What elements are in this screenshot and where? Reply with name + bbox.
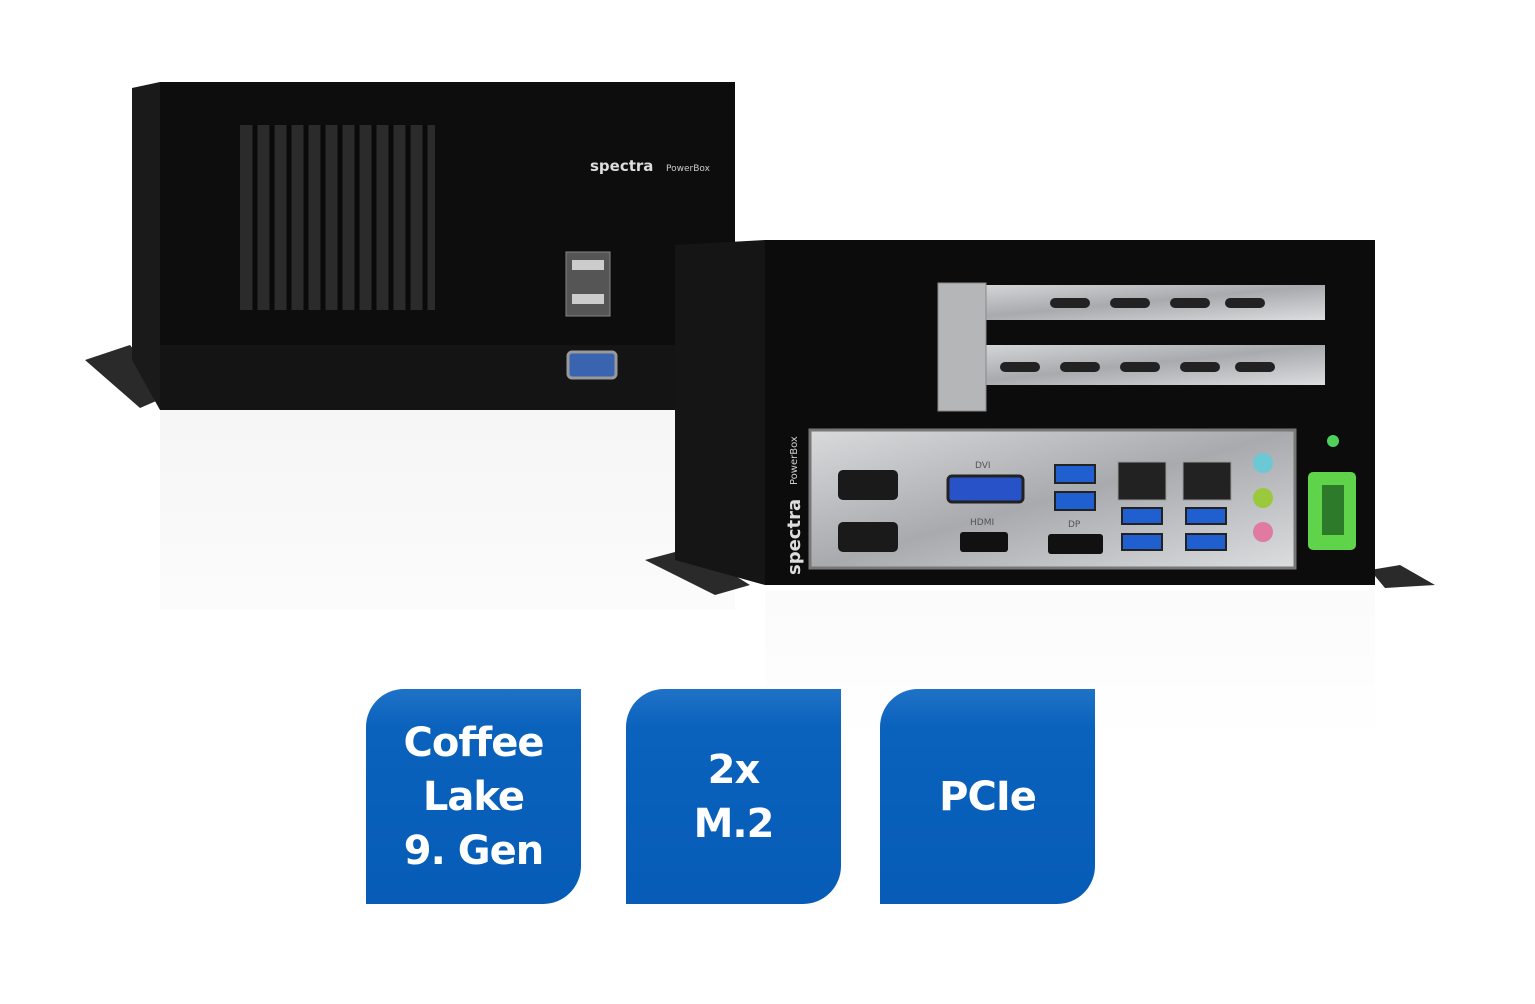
hdmi-port (960, 532, 1008, 552)
usb-ports (1054, 464, 1227, 551)
badge-coffee-lake: Coffee Lake 9. Gen (366, 689, 581, 904)
port-label: HDMI (970, 518, 994, 528)
audio-jack (1253, 488, 1273, 508)
audio-jack (1253, 453, 1273, 473)
badge-line: Lake (422, 773, 525, 820)
serial-port (566, 350, 618, 380)
badge-pcie: PCIe (880, 689, 1095, 904)
badge-line: 9. Gen (403, 827, 544, 874)
serial-port (838, 522, 898, 552)
front-unit: spectra PowerBox DVI HDMI DP (645, 240, 1435, 595)
dvi-port (946, 474, 1025, 504)
ethernet-port (1182, 461, 1232, 501)
badge-line: M.2 (693, 800, 775, 847)
badge-line: Coffee (403, 719, 545, 766)
badge-line: PCIe (939, 773, 1037, 820)
serial-port (838, 470, 898, 500)
brand-logo: spectra (590, 157, 653, 175)
port-label: DP (1068, 520, 1081, 530)
badge-line: 2x (707, 746, 761, 793)
brand-logo: spectra (784, 499, 805, 575)
port-label: DVI (975, 461, 991, 471)
model-logo: PowerBox (666, 164, 711, 174)
displayport-port (1048, 534, 1103, 554)
ethernet-port (1117, 461, 1167, 501)
audio-jack (1253, 522, 1273, 542)
badge-m2: 2x M.2 (626, 689, 841, 904)
power-led (1327, 435, 1339, 447)
model-logo: PowerBox (789, 436, 800, 485)
rear-unit: spectra PowerBox (85, 82, 735, 410)
